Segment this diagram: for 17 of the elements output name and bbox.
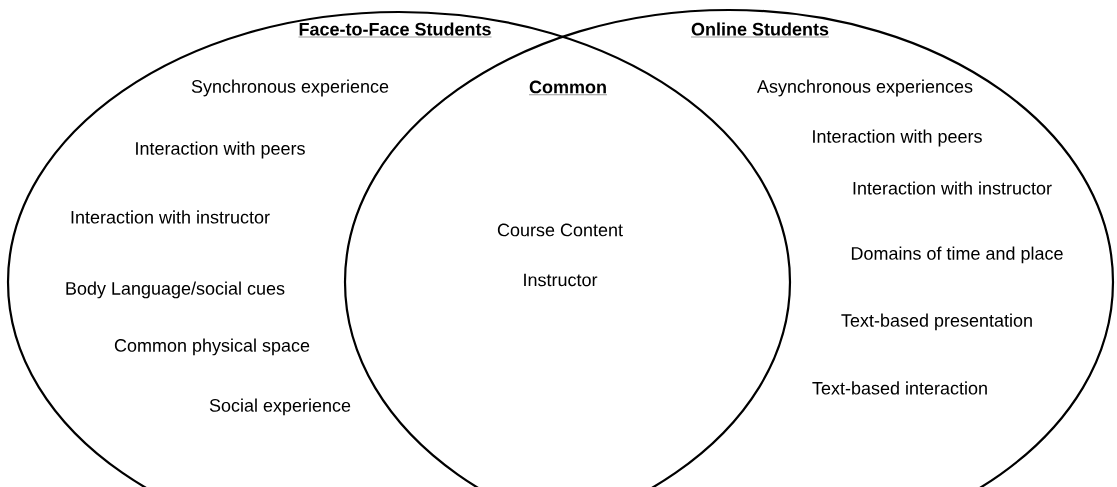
set-item: Common physical space bbox=[114, 338, 310, 356]
set-item: Social experience bbox=[209, 398, 351, 416]
set-item: Interaction with peers bbox=[813, 129, 982, 147]
overlap-heading: Common bbox=[528, 80, 608, 95]
set-item: Body Language/social cues bbox=[66, 281, 285, 299]
set-item: Interaction with instructor bbox=[71, 210, 270, 224]
set-item: Text-based presentation bbox=[841, 313, 1032, 331]
set-item: Synchronous experience bbox=[191, 79, 389, 97]
set-heading: Face-to-Face Students bbox=[298, 22, 492, 38]
set-item: Interaction with peers bbox=[136, 141, 305, 159]
set-item: Interaction with instructor bbox=[853, 181, 1052, 195]
set-item: Domains of time and place bbox=[851, 246, 1063, 264]
set-item: Asynchronous experiences bbox=[756, 79, 973, 97]
overlap-item: Course Content bbox=[497, 223, 623, 237]
set-heading: Online Students bbox=[690, 22, 830, 38]
overlap-item: Instructor bbox=[524, 273, 598, 287]
set-item: Text-based interaction bbox=[812, 381, 987, 395]
